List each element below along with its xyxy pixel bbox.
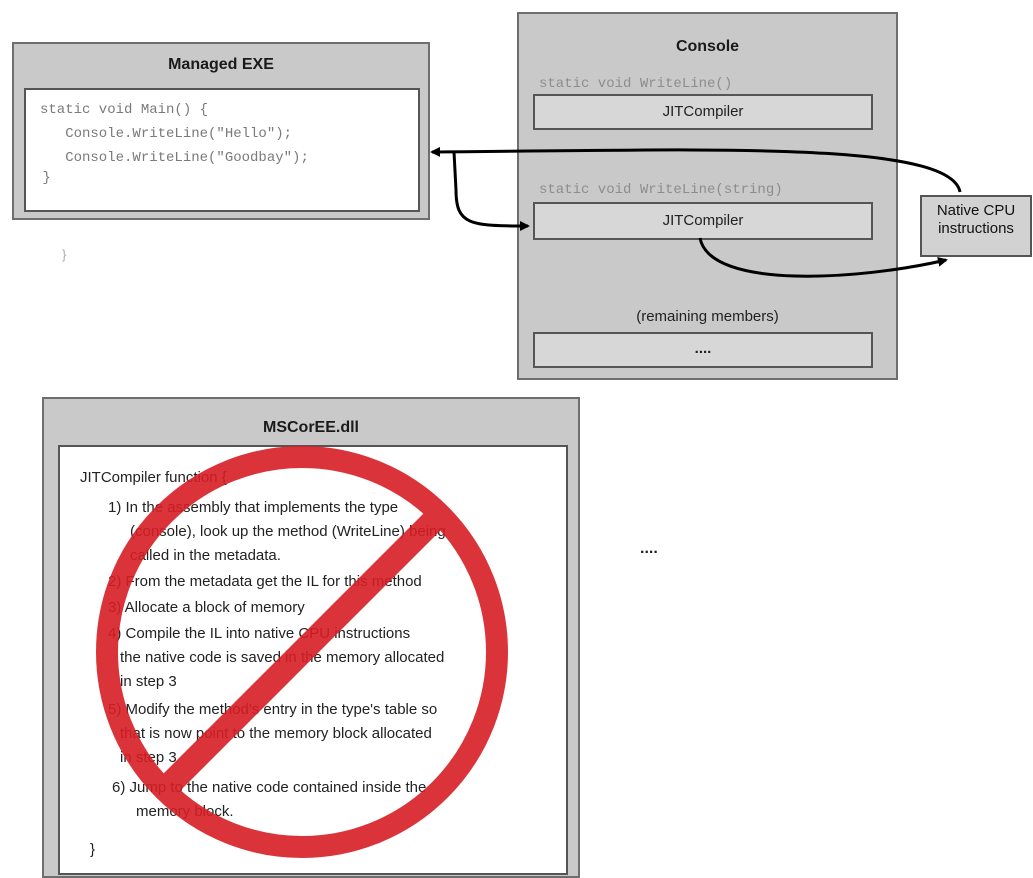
console-title: Console	[675, 38, 740, 55]
native-cpu-instructions-box: Native CPU instructions	[920, 195, 1032, 257]
step-line: called in the metadata.	[130, 547, 281, 564]
step-line: in step 3	[120, 673, 177, 690]
jit-compiler-stub: JITCompiler	[533, 94, 873, 130]
jit-function-footer: }	[90, 841, 96, 858]
code-line: }	[34, 170, 51, 186]
remaining-members-label: (remaining members)	[636, 308, 779, 325]
managed-exe-title: Managed EXE	[168, 56, 274, 73]
step-line: 6) Jump to the native code contained ins…	[112, 779, 427, 796]
remaining-members-stub: ....	[533, 332, 873, 368]
step-line: 3) Allocate a block of memory	[108, 599, 305, 616]
native-cpu-line2: instructions	[938, 220, 1014, 237]
step-line: 5) Modify the method's entry in the type…	[108, 701, 438, 718]
step-line: in step 3	[120, 749, 177, 766]
step-line: that is now point to the memory block al…	[120, 725, 432, 742]
code-line: Console.WriteLine("Goodbay");	[40, 150, 309, 166]
stray-brace: }	[62, 247, 67, 262]
console-box: Console static void WriteLine() JITCompi…	[517, 12, 898, 380]
ellipsis: ....	[640, 540, 658, 557]
mscoree-box: MSCorEE.dll JITCompiler function { 1) In…	[42, 397, 580, 878]
main-code-panel: static void Main() { Console.WriteLine("…	[24, 88, 420, 212]
managed-exe-box: Managed EXE static void Main() { Console…	[12, 42, 430, 220]
code-line: Console.WriteLine("Hello");	[40, 126, 293, 142]
step-line: memory block.	[136, 803, 234, 820]
step-line: (console), look up the method (WriteLine…	[130, 523, 446, 540]
native-cpu-line1: Native CPU	[936, 202, 1016, 219]
jit-function-panel: JITCompiler function { 1) In the assembl…	[58, 445, 568, 875]
step-line: 4) Compile the IL into native CPU instru…	[108, 625, 411, 642]
step-line: 1) In the assembly that implements the t…	[108, 499, 399, 516]
mscoree-title: MSCorEE.dll	[262, 419, 359, 436]
jit-compiler-stub: JITCompiler	[533, 202, 873, 240]
code-line: static void Main() {	[40, 102, 209, 118]
method-signature: static void WriteLine()	[539, 76, 733, 92]
step-line: 2) From the metadata get the IL for this…	[108, 573, 422, 590]
step-line: the native code is saved in the memory a…	[120, 649, 445, 666]
method-signature: static void WriteLine(string)	[539, 182, 783, 198]
jit-function-header: JITCompiler function {	[80, 469, 227, 486]
